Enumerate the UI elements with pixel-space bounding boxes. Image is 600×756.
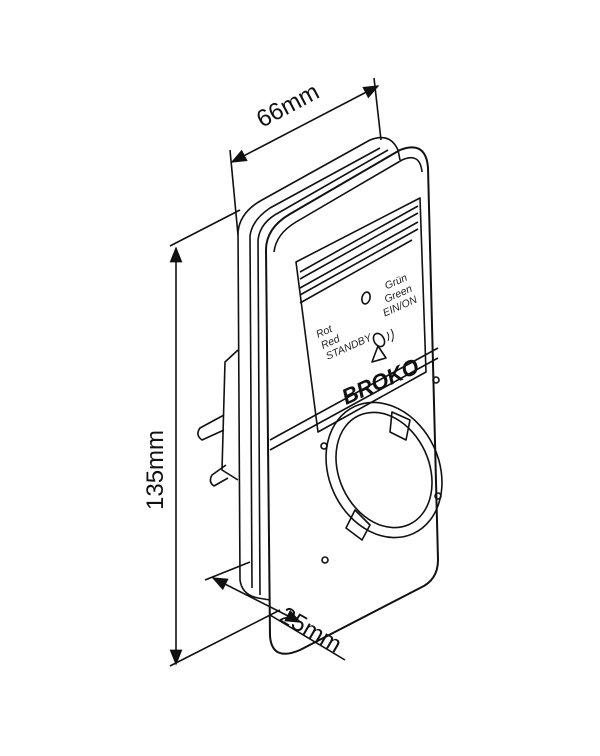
width-label: 66mm <box>252 78 324 133</box>
width-dimension-line <box>229 77 382 236</box>
depth-label: 25mm <box>275 602 346 659</box>
brand-logo: BROKO <box>338 353 423 409</box>
height-dimension-line <box>169 209 281 667</box>
device-body <box>197 136 443 655</box>
led-indicator <box>361 291 371 305</box>
wireless-antenna-icon <box>371 328 394 363</box>
height-label: 135mm <box>142 430 169 510</box>
depth-dimension-line <box>204 561 346 661</box>
